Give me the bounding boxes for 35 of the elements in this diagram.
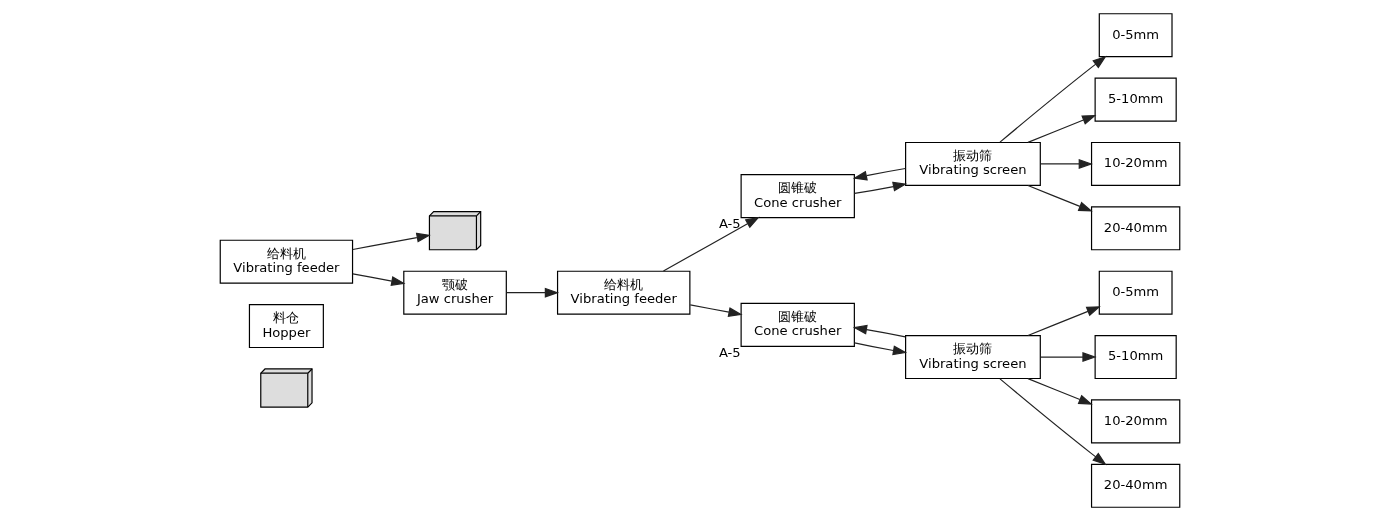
- node-box: 5-10mm: [1094, 77, 1177, 122]
- node-box: 10-20mm: [1090, 141, 1181, 186]
- node-box: 圆锥破 Cone crusher: [740, 302, 855, 347]
- arrow: [352, 232, 431, 250]
- arrow: [662, 216, 760, 272]
- arrow: [852, 324, 906, 337]
- arrow: [1027, 305, 1101, 336]
- node-label: A-5: [718, 215, 741, 231]
- node-box: 给料机 Vibrating feeder: [556, 270, 691, 315]
- arrow: [1040, 351, 1097, 362]
- node-box: 5-10mm: [1094, 334, 1177, 379]
- arrow: [1040, 158, 1093, 169]
- node-box: 振动筛 Vibrating screen: [905, 141, 1041, 186]
- arrow: [506, 287, 560, 298]
- arrow: [999, 377, 1107, 465]
- node-box: 0-5mm: [1098, 12, 1173, 57]
- arrow: [853, 181, 908, 194]
- node-box: 振动筛 Vibrating screen: [905, 334, 1041, 379]
- node-box: 20-40mm: [1090, 205, 1181, 250]
- node-box: 给料机 Vibrating feeder: [219, 239, 354, 284]
- arrow: [852, 167, 906, 180]
- node-label: A-5: [718, 344, 741, 360]
- node-box: 0-5mm: [1098, 270, 1173, 315]
- arrow: [1027, 114, 1097, 143]
- node-box: 20-40mm: [1090, 463, 1181, 508]
- arrow: [999, 55, 1107, 143]
- arrow: [689, 303, 743, 317]
- node-box: 10-20mm: [1090, 398, 1181, 443]
- arrow: [352, 272, 406, 286]
- arrow: [1027, 184, 1093, 212]
- arrow: [853, 341, 908, 355]
- node-box: 圆锥破 Cone crusher: [740, 173, 855, 218]
- node-box: 颚破 Jaw crusher: [403, 270, 507, 315]
- arrow: [1027, 377, 1093, 405]
- node-box: 料仓 Hopper: [248, 303, 324, 348]
